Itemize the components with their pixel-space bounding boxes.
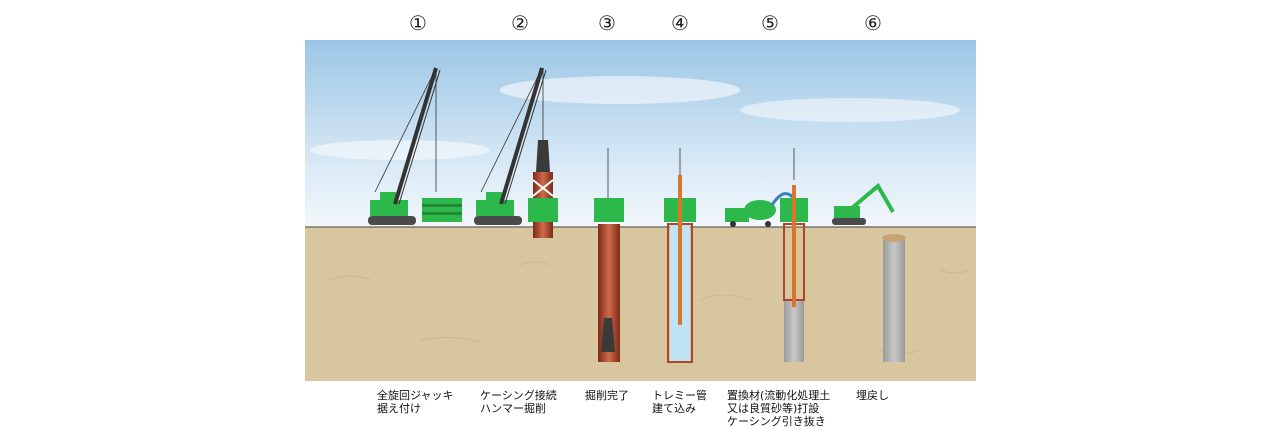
step-number-1: ① — [409, 11, 427, 35]
rotary-jack-icon — [594, 198, 624, 222]
caption-line: 掘削完了 — [585, 389, 629, 402]
caption-line: ケーシング引き抜き — [727, 415, 826, 428]
caption-line: ハンマー掘削 — [480, 402, 546, 415]
tremie-pipe-icon — [678, 175, 682, 325]
step-number-6: ⑥ — [864, 11, 882, 35]
cloud — [500, 76, 740, 104]
mixer-truck-icon — [725, 192, 797, 227]
fill-material — [784, 300, 804, 362]
backhoe-icon — [832, 182, 895, 225]
cloud — [740, 98, 960, 122]
tremie-pipe-icon — [792, 185, 796, 307]
caption-line: 全旋回ジャッキ — [377, 389, 454, 402]
crawler-crane-icon — [368, 67, 441, 225]
backfill-mound — [882, 234, 906, 242]
backfill-column — [883, 238, 905, 362]
caption-line: ケーシング接続 — [480, 389, 557, 402]
caption-step-5: 置換材(流動化処理土 又は良質砂等)打設 ケーシング引き抜き — [727, 389, 830, 428]
hammer-grab-icon — [601, 318, 615, 352]
caption-line: 置換材(流動化処理土 — [727, 389, 831, 402]
ground — [305, 227, 976, 381]
caption-line: 埋戻し — [856, 389, 889, 402]
caption-line: 据え付け — [377, 402, 421, 415]
step-number-4: ④ — [671, 11, 689, 35]
hammer-grab-icon — [536, 140, 550, 172]
caption-line: トレミー管 — [652, 389, 707, 402]
step-number-3: ③ — [598, 11, 616, 35]
rotary-jack-icon — [422, 198, 462, 222]
crawler-crane-icon — [474, 67, 547, 225]
sky — [305, 40, 976, 228]
caption-line: 又は良質砂等)打設 — [727, 402, 820, 415]
caption-step-2: ケーシング接続 ハンマー掘削 — [480, 389, 557, 415]
caption-step-6: 埋戻し — [856, 389, 889, 402]
step-number-2: ② — [511, 11, 529, 35]
caption-line: 建て込み — [652, 402, 696, 415]
step-number-5: ⑤ — [761, 11, 779, 35]
caption-step-3: 掘削完了 — [585, 389, 629, 402]
caption-step-1: 全旋回ジャッキ 据え付け — [377, 389, 453, 415]
cloud — [310, 140, 490, 160]
rotary-jack-icon — [528, 198, 558, 222]
caption-step-4: トレミー管 建て込み — [652, 389, 707, 415]
